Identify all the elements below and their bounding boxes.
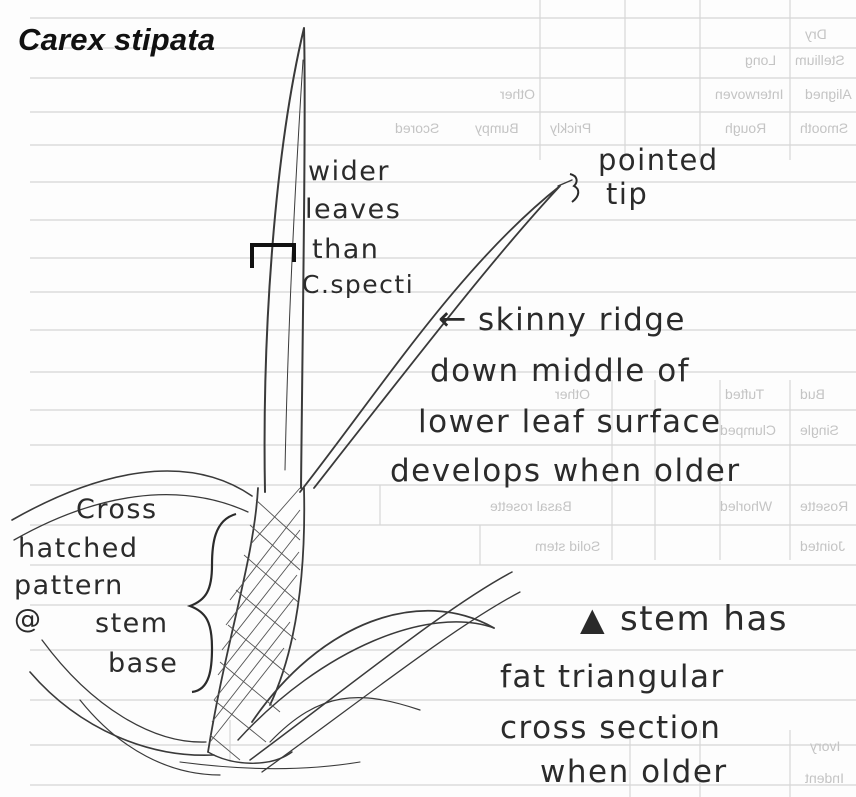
- lower-left-leaf: [30, 672, 214, 755]
- note-line: tip: [606, 180, 648, 209]
- note-line: when older: [540, 757, 728, 788]
- note-line: lower leaf surface: [418, 407, 722, 438]
- note-line: pattern: [14, 572, 124, 599]
- curly-brace: [190, 514, 236, 692]
- tip-brace: [570, 174, 578, 202]
- pointed-tip-marker: [558, 180, 572, 186]
- note-line: stem: [95, 610, 169, 637]
- note-line: @: [14, 606, 43, 633]
- note-line: skinny ridge: [478, 305, 686, 336]
- note-line: C.specti: [302, 272, 414, 297]
- diagonal-leaf: [300, 186, 560, 492]
- arrow-left-icon: ←: [438, 302, 468, 336]
- note-line: leaves: [305, 196, 401, 223]
- note-line: pointed: [598, 146, 719, 175]
- note-line: stem has: [620, 602, 788, 636]
- note-line: down middle of: [430, 356, 690, 387]
- note-line: base: [108, 650, 178, 677]
- triangle-icon: ▲: [580, 603, 606, 635]
- central-leaf-midrib: [285, 60, 303, 470]
- note-line: than: [312, 236, 379, 263]
- note-line: wider: [308, 158, 390, 185]
- central-leaf: [265, 28, 305, 492]
- note-line: develops when older: [390, 456, 741, 487]
- stem-base-bottom: [208, 752, 292, 763]
- note-line: fat triangular: [500, 662, 725, 693]
- note-line: cross section: [500, 713, 721, 744]
- note-line: Cross: [76, 496, 158, 523]
- note-line: hatched: [18, 535, 138, 562]
- page-title: Carex stipata: [18, 22, 215, 58]
